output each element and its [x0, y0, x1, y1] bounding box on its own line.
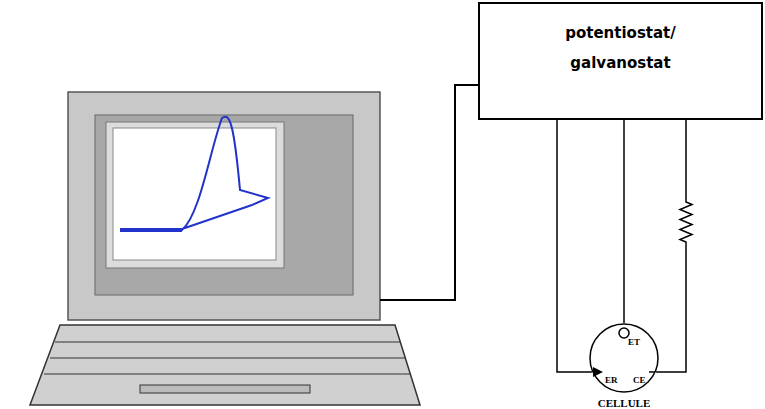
monitor-housing: [68, 92, 380, 320]
instrument-box: potentiostat/ galvanostat: [478, 2, 763, 120]
laptop-base: [30, 325, 420, 405]
working-electrode: [619, 328, 629, 338]
key-row: [55, 342, 400, 343]
reference-electrode: [593, 367, 603, 377]
touchpad: [140, 385, 310, 393]
key-row: [44, 374, 410, 375]
wire: [557, 120, 592, 372]
cell-label: CELLULE: [598, 397, 651, 409]
cell-circle: ETERCECELLULE: [589, 323, 659, 393]
wire: [656, 120, 692, 372]
computer-cable: [380, 85, 478, 300]
counter-electrode: [649, 371, 655, 373]
wire: [623, 120, 625, 323]
electrode-label: ET: [628, 337, 640, 347]
electrode-label: CE: [633, 375, 646, 385]
cv-curve: [120, 117, 268, 230]
electrode-label: ER: [605, 375, 618, 385]
cv-baseline: [120, 228, 182, 232]
cell-outline: [589, 323, 659, 393]
key-row: [50, 358, 405, 359]
monitor-bezel: [95, 115, 353, 295]
instrument-label: potentiostat/ galvanostat: [556, 18, 686, 78]
